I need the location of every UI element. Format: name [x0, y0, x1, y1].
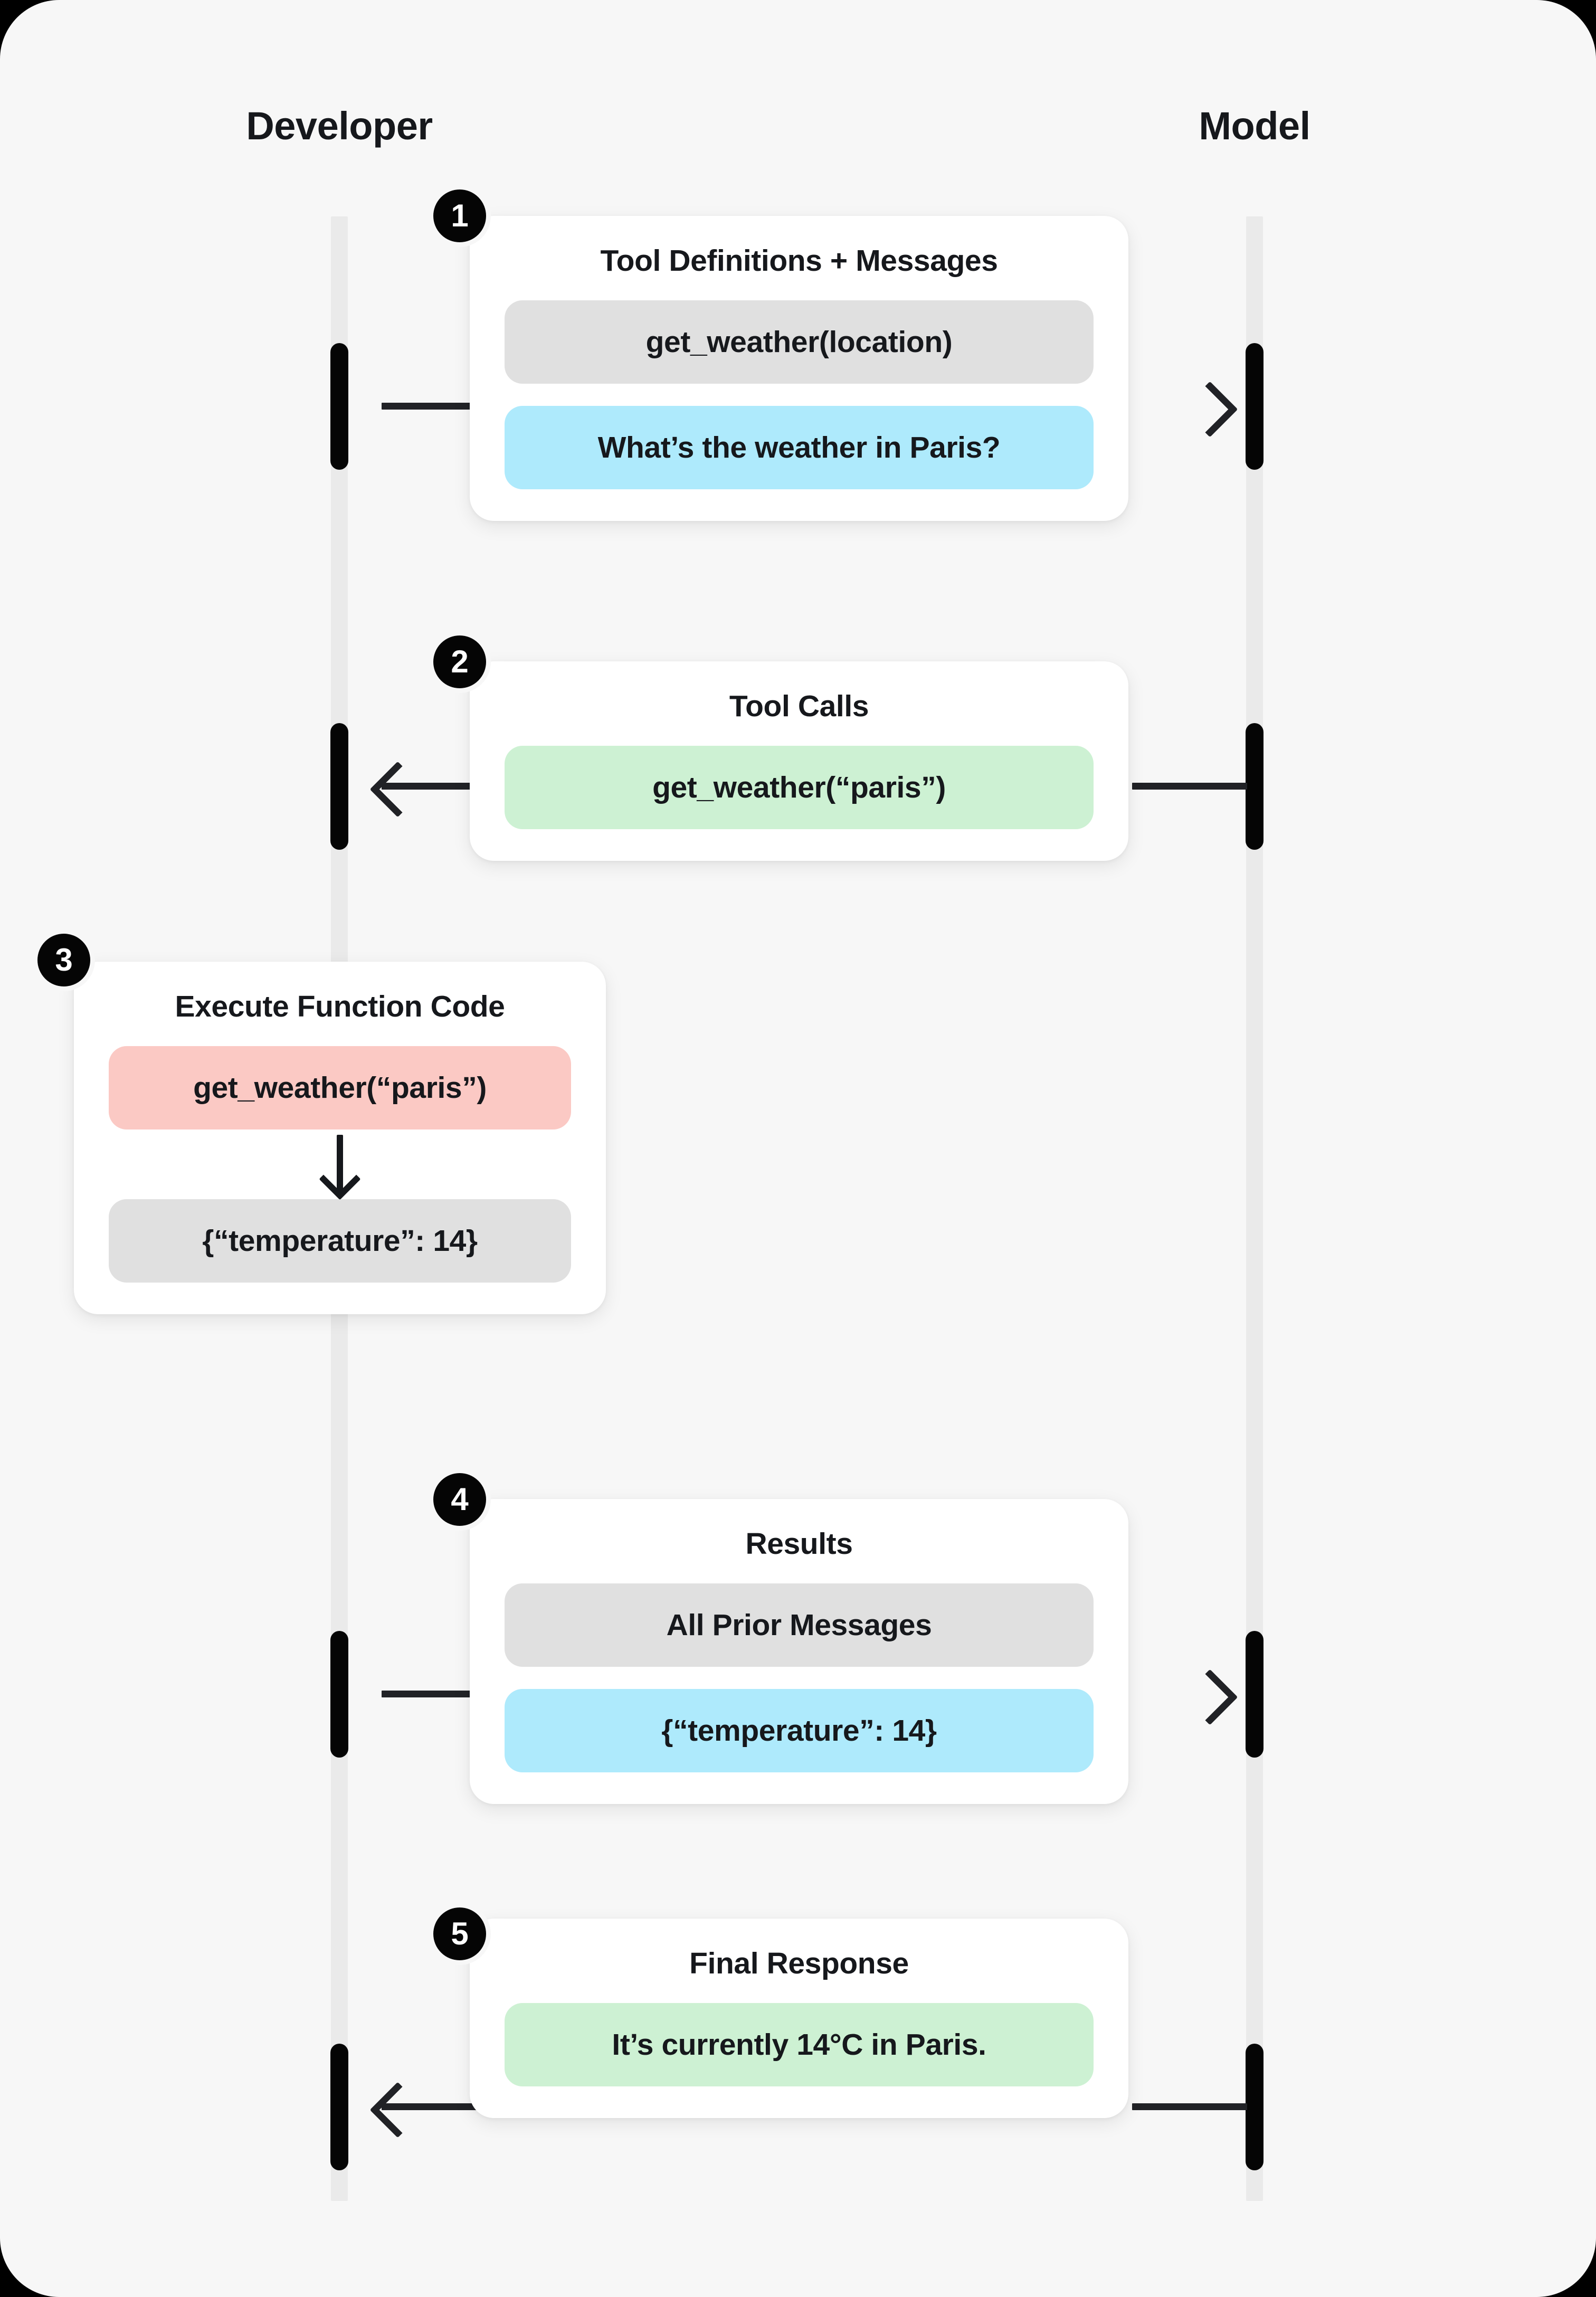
arrow-head-step-2-left: [369, 761, 426, 818]
arrow-head-step-4-right: [1182, 1669, 1238, 1725]
activation-bar-developer-step-5: [330, 2044, 348, 2170]
step-card-4-pill-tool-result: {“temperature”: 14}: [505, 1689, 1094, 1772]
step-badge-5-number: 5: [451, 1916, 469, 1951]
connector-line-step-2-right: [1132, 783, 1247, 790]
activation-bar-developer-step-4: [330, 1631, 348, 1758]
step-card-2-title: Tool Calls: [729, 689, 869, 723]
activation-bar-model-step-5: [1246, 2044, 1264, 2170]
step-badge-1-number: 1: [451, 198, 469, 233]
step-badge-3-number: 3: [55, 942, 73, 977]
step-card-2[interactable]: Tool Calls get_weather(“paris”): [470, 661, 1128, 861]
step-badge-1: 1: [429, 185, 491, 247]
activation-bar-model-step-4: [1246, 1631, 1264, 1758]
down-arrow-shaft: [337, 1135, 343, 1194]
activation-bar-developer-step-2: [330, 723, 348, 850]
step-card-5-title: Final Response: [689, 1947, 909, 1980]
step-badge-3: 3: [33, 929, 95, 991]
step-card-3-pill-function-result: {“temperature”: 14}: [109, 1199, 571, 1283]
step-badge-2: 2: [429, 631, 491, 693]
step-card-4-title: Results: [745, 1527, 853, 1561]
step-card-3-pill-function-invocation: get_weather(“paris”): [109, 1046, 571, 1129]
step-card-2-pill-tool-call: get_weather(“paris”): [505, 746, 1094, 829]
step-card-4[interactable]: Results All Prior Messages {“temperature…: [470, 1499, 1128, 1804]
step-card-1[interactable]: Tool Definitions + Messages get_weather(…: [470, 216, 1128, 521]
step-card-3-title: Execute Function Code: [175, 990, 505, 1023]
activation-bar-model-step-2: [1246, 723, 1264, 850]
connector-line-step-5-right: [1132, 2103, 1247, 2110]
step-card-5-pill-final-answer: It’s currently 14°C in Paris.: [505, 2003, 1094, 2086]
column-header-developer: Developer: [246, 104, 433, 148]
step-badge-4: 4: [429, 1468, 491, 1531]
step-badge-4-number: 4: [451, 1482, 469, 1517]
step-badge-2-number: 2: [451, 644, 469, 679]
down-arrow-head: [319, 1158, 361, 1200]
column-header-model: Model: [1199, 104, 1310, 148]
step-card-3[interactable]: Execute Function Code get_weather(“paris…: [74, 962, 606, 1314]
lifeline-model: [1246, 216, 1263, 2201]
arrow-head-step-5-left: [369, 2082, 426, 2138]
step-badge-5: 5: [429, 1903, 491, 1965]
down-arrow-icon: [109, 1129, 571, 1200]
activation-bar-model-step-1: [1246, 343, 1264, 470]
arrow-head-step-1-right: [1182, 381, 1238, 438]
step-card-4-pill-all-prior-messages: All Prior Messages: [505, 1583, 1094, 1667]
step-card-1-pill-tool-definition: get_weather(location): [505, 300, 1094, 384]
step-card-1-title: Tool Definitions + Messages: [600, 244, 998, 278]
step-card-1-pill-user-message: What’s the weather in Paris?: [505, 406, 1094, 489]
step-card-5[interactable]: Final Response It’s currently 14°C in Pa…: [470, 1919, 1128, 2118]
activation-bar-developer-step-1: [330, 343, 348, 470]
